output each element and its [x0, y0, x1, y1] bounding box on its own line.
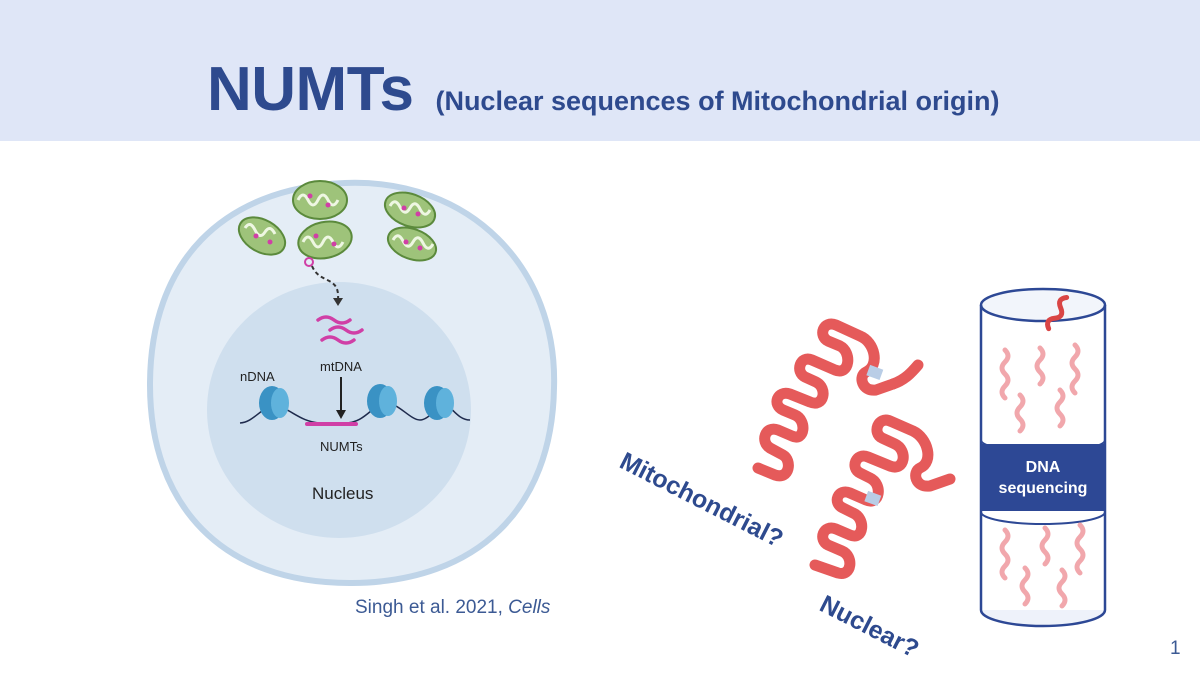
dna-read-upper-tail	[887, 359, 924, 390]
transfer-arrow	[311, 265, 340, 301]
mitochondrion-icon	[237, 216, 287, 256]
insertion-arrowhead	[336, 410, 346, 419]
label-ndna: nDNA	[240, 369, 275, 384]
histone-icon	[424, 386, 454, 420]
sequencing-line1: DNA	[1025, 458, 1061, 476]
title: NUMTs (Nuclear sequences of Mitochondrial…	[207, 54, 1000, 124]
title-banner	[0, 0, 1200, 141]
dna-read-marker	[864, 490, 882, 507]
histone-icon	[259, 386, 289, 420]
mitochondrion-icon	[386, 226, 438, 262]
title-main: NUMTs	[207, 55, 414, 124]
transfer-arrowhead	[333, 298, 343, 306]
citation-text: Singh et al. 2021,	[355, 597, 509, 618]
sequencing-reads	[999, 294, 1086, 609]
mtdna-fragments	[316, 315, 364, 345]
mtdna-release-icon	[304, 257, 314, 267]
title-subtitle: (Nuclear sequences of Mitochondrial orig…	[435, 86, 1000, 116]
label-numts: NUMTs	[320, 439, 363, 454]
label-mtdna: mtDNA	[320, 359, 362, 374]
mitochondrion-icon	[383, 191, 437, 229]
dna-read-lower	[809, 414, 956, 579]
dna-read-marker	[866, 364, 884, 381]
mitochondrion-icon	[297, 220, 353, 260]
page-number: 1	[1170, 638, 1181, 659]
histone-icon	[367, 384, 397, 418]
mitochondrion-icon	[292, 180, 348, 220]
dna-read-upper	[752, 318, 899, 482]
citation: Singh et al. 2021, Cells	[355, 597, 550, 619]
citation-journal: Cells	[508, 597, 551, 618]
sequencing-line2: sequencing	[998, 479, 1088, 497]
label-nucleus: Nucleus	[312, 484, 373, 503]
sequencing-band: DNA sequencing	[981, 444, 1105, 511]
